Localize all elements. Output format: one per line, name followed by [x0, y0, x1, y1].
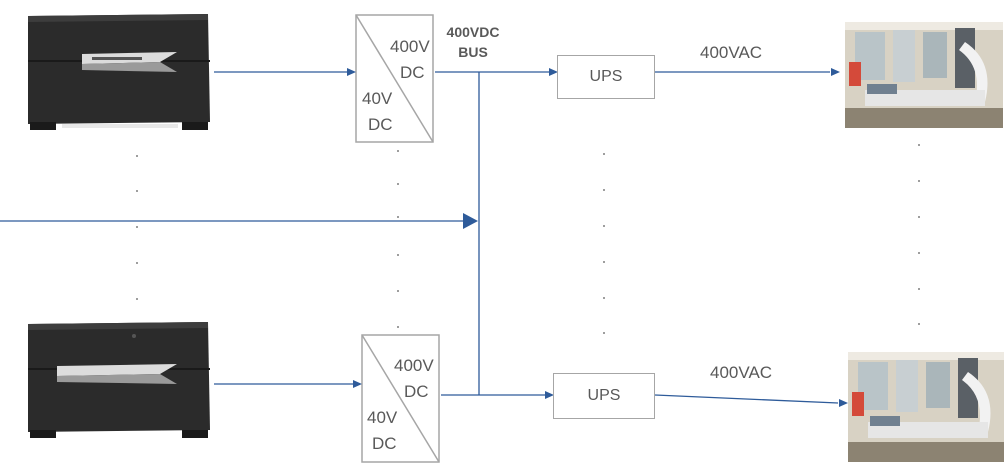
ellipsis-dot — [918, 288, 920, 290]
ellipsis-dot — [603, 225, 605, 227]
converter-top-output-voltage: 400V — [390, 37, 430, 56]
converter-top-input-voltage: 40V — [362, 89, 393, 108]
battery-unit-icon — [28, 322, 210, 438]
bus-label-line2: BUS — [458, 44, 488, 60]
ellipsis-dot — [136, 190, 138, 192]
converter-top-input-type: DC — [368, 115, 393, 134]
ellipsis-dot — [603, 332, 605, 334]
ellipsis-dot — [136, 155, 138, 157]
ups-label: UPS — [587, 387, 621, 404]
ellipsis-dot — [603, 189, 605, 191]
converter-top-output-type: DC — [400, 63, 425, 82]
medical-equipment-room-icon — [848, 352, 1004, 462]
ellipsis-dot — [918, 144, 920, 146]
ellipsis-dot — [397, 183, 399, 185]
ellipsis-dot — [918, 180, 920, 182]
ellipsis-dot — [918, 216, 920, 218]
ellipsis-dot — [397, 290, 399, 292]
ellipsis-dot — [397, 216, 399, 218]
ups-bottom-output-label: 400VAC — [710, 363, 773, 382]
ellipsis-dot — [136, 262, 138, 264]
ups-top-output-label: 400VAC — [700, 43, 763, 62]
dc-dc-converter-top — [355, 14, 434, 143]
ellipsis-dot — [397, 254, 399, 256]
ellipsis-dot — [136, 298, 138, 300]
converter-bottom-input-voltage: 40V — [367, 408, 398, 427]
converter-bottom-output-type: DC — [404, 382, 429, 401]
ups-box-bottom: UPS — [553, 373, 655, 419]
ups-box-top: UPS — [557, 55, 655, 99]
ellipsis-dot — [918, 252, 920, 254]
converter-bottom-input-type: DC — [372, 434, 397, 453]
ellipsis-dot — [136, 226, 138, 228]
ellipsis-dot — [918, 323, 920, 325]
converter-bottom-output-voltage: 400V — [394, 356, 434, 375]
ellipsis-dot — [397, 326, 399, 328]
ellipsis-dot — [603, 297, 605, 299]
ellipsis-dot — [603, 261, 605, 263]
dc-dc-converter-bottom — [361, 334, 440, 463]
ellipsis-dot — [603, 153, 605, 155]
battery-unit-icon — [28, 14, 210, 130]
ups-label: UPS — [589, 68, 623, 85]
bus-label-line1: 400VDC — [446, 24, 500, 40]
medical-equipment-room-icon — [845, 22, 1003, 128]
ellipsis-dot — [397, 150, 399, 152]
bus-label: 400VDC BUS — [438, 22, 508, 62]
